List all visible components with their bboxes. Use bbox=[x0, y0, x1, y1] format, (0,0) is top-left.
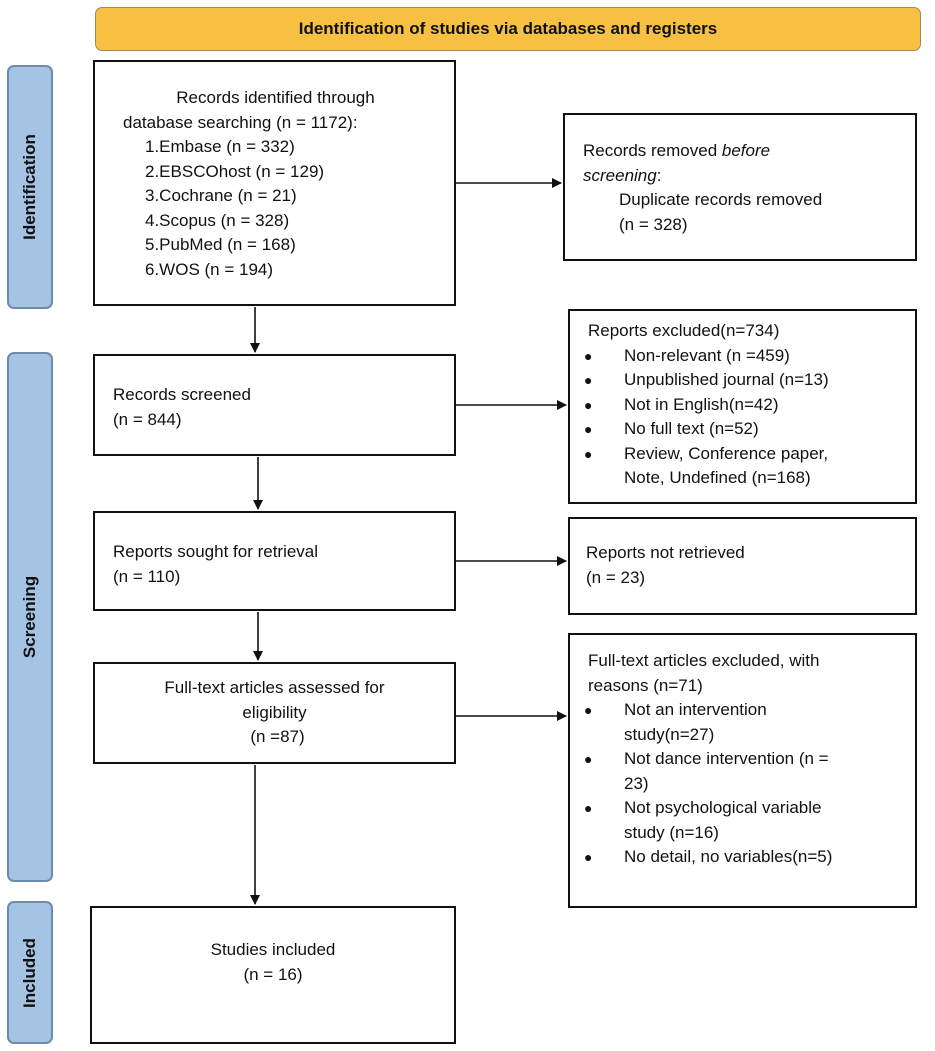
reports-sought-count: (n = 110) bbox=[113, 566, 181, 586]
fulltext-excluded-item: No detail, no variables(n=5) bbox=[574, 845, 915, 870]
reports-not-retrieved-count: (n = 23) bbox=[586, 567, 646, 587]
fulltext-assessed-count: (n =87) bbox=[250, 727, 305, 746]
duplicate-records-label: Duplicate records removed bbox=[619, 190, 823, 209]
reports-excluded-item: No full text (n=52) bbox=[574, 417, 915, 442]
reports-excluded-item: Review, Conference paper, Note, Undefine… bbox=[574, 442, 915, 491]
studies-included-title: Studies included bbox=[210, 940, 336, 959]
duplicate-records-count: (n = 328) bbox=[619, 214, 688, 234]
reports-sought-box: Reports sought for retrieval (n = 110) bbox=[93, 511, 456, 611]
reports-excluded-box: Reports excluded(n=734) Non-relevant (n … bbox=[568, 309, 917, 504]
source-pubmed: 5.PubMed (n = 168) bbox=[145, 235, 296, 254]
records-screened-title: Records screened bbox=[113, 385, 251, 404]
studies-included-count: (n = 16) bbox=[243, 964, 303, 984]
records-identified-box: Records identified through database sear… bbox=[93, 60, 456, 306]
reports-excluded-title: Reports excluded(n=734) bbox=[588, 321, 780, 340]
reports-excluded-item: Unpublished journal (n=13) bbox=[574, 368, 915, 393]
fulltext-excluded-line2: reasons (n=71) bbox=[588, 675, 703, 695]
phase-identification: Identification bbox=[7, 65, 53, 309]
reports-not-retrieved-title: Reports not retrieved bbox=[586, 543, 745, 562]
records-removed-box: Records removed before screening: Duplic… bbox=[563, 113, 917, 261]
reports-excluded-item: Not in English(n=42) bbox=[574, 393, 915, 418]
fulltext-excluded-item: Not psychological variable study (n=16) bbox=[574, 796, 915, 845]
reports-not-retrieved-box: Reports not retrieved (n = 23) bbox=[568, 517, 917, 615]
database-source-list: 1.Embase (n = 332) 2.EBSCOhost (n = 129)… bbox=[123, 135, 454, 282]
source-cochrane: 3.Cochrane (n = 21) bbox=[145, 186, 297, 205]
source-wos: 6.WOS (n = 194) bbox=[145, 259, 274, 279]
fulltext-excluded-box: Full-text articles excluded, with reason… bbox=[568, 633, 917, 908]
source-embase: 1.Embase (n = 332) bbox=[145, 137, 295, 156]
records-screened-box: Records screened (n = 844) bbox=[93, 354, 456, 456]
fulltext-excluded-item: Not an intervention study(n=27) bbox=[574, 698, 915, 747]
phase-screening: Screening bbox=[7, 352, 53, 882]
reports-excluded-list: Non-relevant (n =459) Unpublished journa… bbox=[574, 344, 915, 491]
fulltext-excluded-line1: Full-text articles excluded, with bbox=[588, 651, 820, 670]
records-removed-heading-cont: screening: bbox=[583, 165, 662, 185]
source-scopus: 4.Scopus (n = 328) bbox=[145, 210, 290, 230]
fulltext-excluded-item: Not dance intervention (n = 23) bbox=[574, 747, 915, 796]
studies-included-box: Studies included (n = 16) bbox=[90, 906, 456, 1044]
records-removed-heading: Records removed before bbox=[583, 141, 771, 160]
records-screened-count: (n = 844) bbox=[113, 409, 182, 429]
phase-included: Included bbox=[7, 901, 53, 1044]
fulltext-assessed-box: Full-text articles assessed for eligibil… bbox=[93, 662, 456, 764]
records-identified-line1: Records identified through bbox=[176, 88, 375, 107]
source-ebscohost: 2.EBSCOhost (n = 129) bbox=[145, 161, 325, 181]
fulltext-assessed-line1: Full-text articles assessed for bbox=[164, 678, 385, 697]
fulltext-assessed-line2: eligibility bbox=[242, 702, 307, 722]
fulltext-excluded-list: Not an intervention study(n=27) Not danc… bbox=[574, 698, 915, 870]
reports-sought-title: Reports sought for retrieval bbox=[113, 542, 319, 561]
records-identified-line2: database searching (n = 1172): bbox=[123, 112, 358, 132]
reports-excluded-item: Non-relevant (n =459) bbox=[574, 344, 915, 369]
identification-banner: Identification of studies via databases … bbox=[95, 7, 921, 51]
